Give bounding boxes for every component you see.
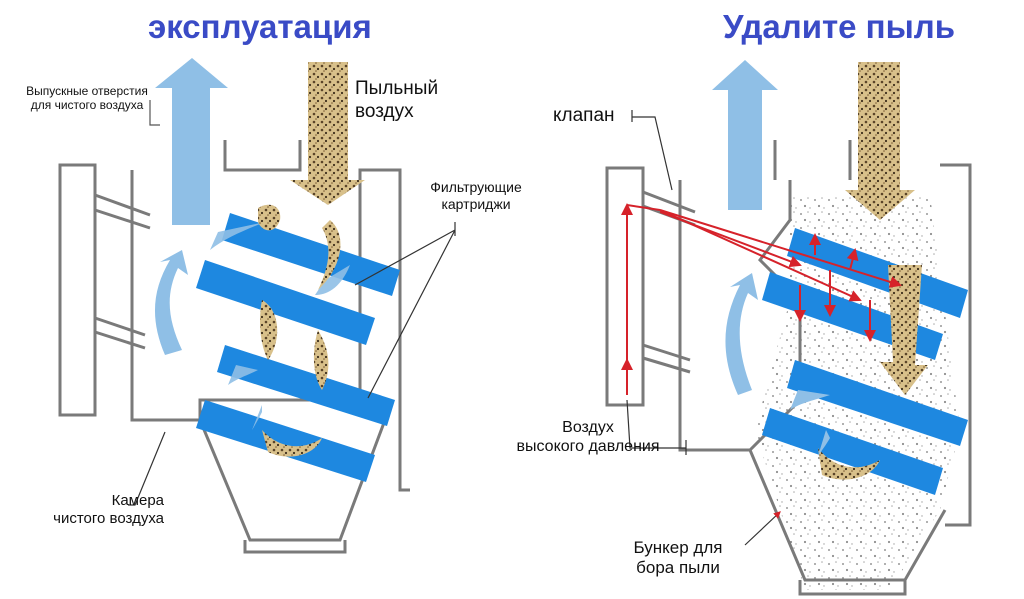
title-operation: эксплуатация [148,8,372,45]
left-dust-clump-5 [262,430,322,457]
left-cartridge-2 [196,260,375,345]
right-cartridge-1 [787,228,968,318]
left-cartridges [196,213,400,482]
left-clean-air-arrow [155,58,228,225]
right-dusty-air-arrow [845,62,915,220]
right-inlet-box [773,140,852,180]
left-outlet-leader [149,100,160,126]
right-valve-leader [631,110,673,191]
left-swirl-arrow-2 [315,265,350,295]
left-pipe-top [94,193,151,230]
left-chamber-leader [128,431,166,506]
pulse-ray-3 [659,211,802,268]
left-collector [58,58,456,554]
left-hopper-base [243,540,347,554]
label-valve: клапан [553,105,615,126]
label-clean-air-chamber: Камера чистого воздуха [53,492,164,527]
label-dust-hopper: Бункер для бора пыли [633,538,723,578]
left-dust-clump-2 [318,220,341,290]
left-dust-clump-4 [313,330,329,390]
label-dusty-air: Пыльный воздух [355,78,439,122]
pulse-horizontal [626,204,661,211]
left-inlet-box [223,140,302,172]
left-dust-clump-1 [258,204,281,231]
left-cartridge-4 [196,400,375,482]
left-cartridge-3 [217,345,395,426]
right-dust-clump [818,448,880,480]
right-hopper-leader [744,511,781,546]
right-hopper-base [798,580,907,596]
left-side-duct [58,163,97,417]
left-cartridge-leader [354,222,456,399]
right-swirl-arrow [790,390,830,410]
right-dust-column [880,265,928,395]
pulse-ray-1 [659,209,902,288]
left-dust-clump-3 [260,300,278,360]
right-pulse-jets [621,203,902,395]
title-dust-removal: Удалите пыль [723,8,956,45]
left-cartridge-1 [222,213,400,296]
left-dusty-air-arrow [290,62,365,205]
right-side-arrow [725,273,758,395]
right-collector [605,60,972,596]
left-side-arrow [154,250,188,355]
right-pressure-leader [626,399,687,455]
label-filter-cartridges: Фильтрующие картриджи [430,179,522,212]
left-swirl-arrow-4 [252,405,262,430]
label-clean-air-outlets: Выпускные отверстия для чистого воздуха [26,84,148,113]
left-swirl-arrow-3 [228,365,258,385]
right-side-duct [605,166,645,407]
right-pipe-bottom [642,343,691,374]
right-clean-air-arrow [712,60,778,210]
right-cartridge-4 [762,408,943,495]
left-swirl-arrow-1 [210,222,265,250]
left-pipe-bottom [94,316,146,350]
label-high-pressure-air: Воздух высокого давления [516,419,660,456]
right-cartridges [762,228,968,495]
right-swirl-arrow-2 [818,430,830,456]
right-cartridge-3 [787,360,968,446]
pulse-up-2 [846,248,859,271]
